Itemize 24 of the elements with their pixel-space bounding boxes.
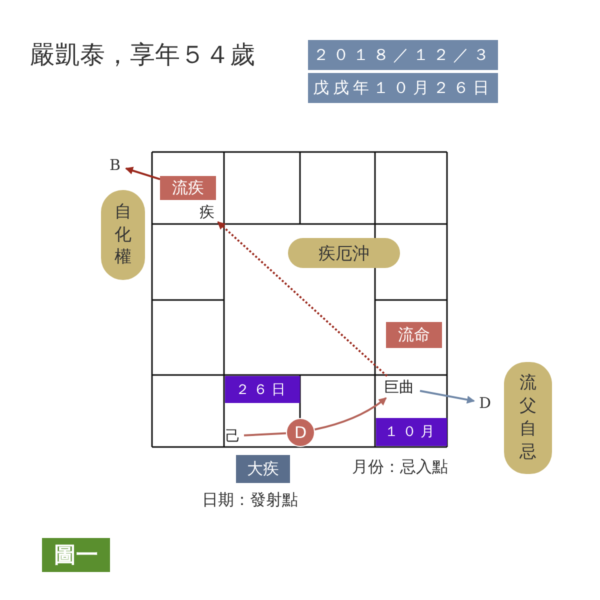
pill-label: 自化權 (101, 190, 145, 280)
star-label: 疾 (195, 202, 219, 222)
caption-note: 日期：發射點 (202, 490, 298, 511)
time-box: ２６日 (225, 376, 300, 403)
star-label: 己 (222, 426, 244, 446)
time-box: １０月 (376, 418, 447, 446)
star-label-box: 流命 (386, 322, 442, 348)
date-box: ２０１８／１２／３ (308, 40, 498, 70)
target-letter: D (474, 393, 496, 413)
transform-marker: D (286, 418, 315, 447)
arrow (217, 221, 388, 377)
target-letter: B (104, 155, 126, 175)
title: 嚴凱泰，享年５４歲 (30, 39, 255, 71)
palace-label-box: 大疾 (236, 455, 290, 483)
arrow (314, 397, 387, 430)
figure-label: 圖一 (42, 538, 110, 572)
date-box: 戊戌年１０月２６日 (308, 73, 498, 103)
pill-label: 疾厄沖 (288, 238, 400, 268)
star-label: 巨曲 (378, 376, 420, 398)
pill-label: 流父自忌 (504, 362, 552, 474)
star-label-box: 流疾 (160, 176, 216, 200)
arrow (420, 390, 475, 404)
arrow (125, 166, 160, 180)
caption-note: 月份：忌入點 (352, 457, 448, 478)
